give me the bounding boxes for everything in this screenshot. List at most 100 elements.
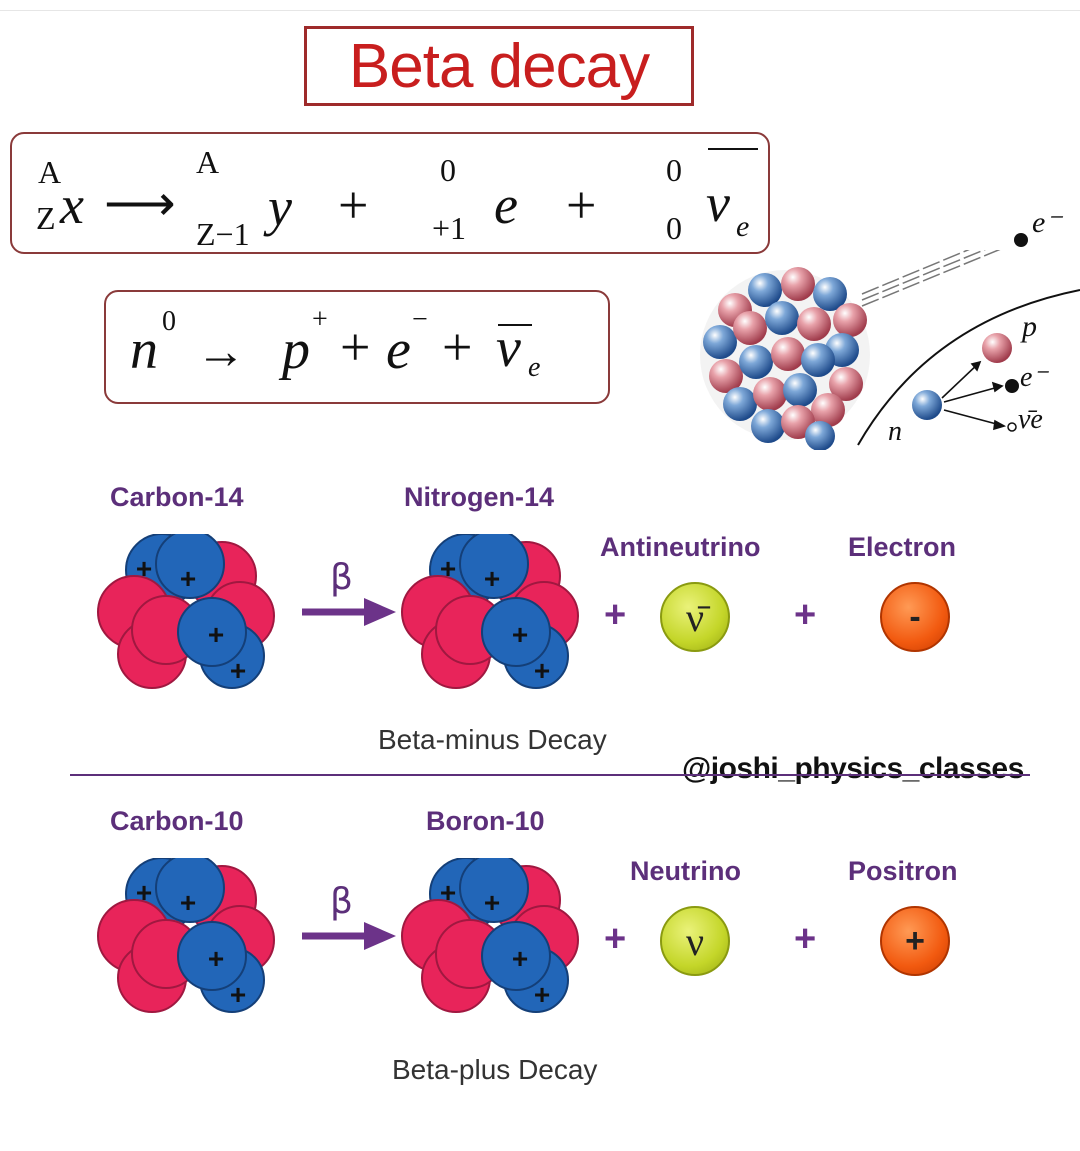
parent-label-beta-plus: Carbon-10 [110,806,244,836]
emission-trail [861,229,1019,307]
antineutrino-symbol: v [496,317,521,379]
neutron-label: n [888,416,902,447]
e-mass-number: 0 [440,152,456,188]
x-mass-number: A [38,154,62,190]
title-box: Beta decay [304,26,694,106]
svg-text:+: + [484,887,500,918]
parent-label-beta-minus: Carbon-14 [110,482,244,512]
svg-text:+: + [180,887,196,918]
emitted-electron [1014,233,1028,247]
svg-text:+: + [484,563,500,594]
daughter-label-beta-plus: Boron-10 [426,806,545,836]
plus-sign: + [794,594,817,636]
antineutrino-dot [1007,422,1017,432]
beta-symbol: β [330,881,353,922]
proton-symbol: p [282,319,310,381]
nucleus-diagram-svg [700,229,1080,451]
emitted-electron-label: e⁻ [1032,206,1062,239]
decay-arc [857,289,1080,446]
beta-plus-caption: Beta-plus Decay [392,1054,598,1085]
neutrino-glyph: ν [685,918,705,964]
neutrino-particle: ν [660,906,730,976]
electron-dot [1005,379,1019,393]
x-atomic-number: Z [36,200,56,236]
positron-glyph: + [905,921,925,960]
nitrogen-14-nucleus: ++++ [401,534,579,689]
nucleus-spheres [97,534,275,689]
nucleus-spheres [97,858,275,1013]
electron-particle: - [880,582,950,652]
nu-mass-number: 0 [666,152,682,188]
electron-charge: − [412,304,428,335]
electron-glyph: - [909,597,921,636]
proton-marks: ++++ [440,553,550,686]
particle1-label-beta-plus: Neutrino [630,856,741,886]
decay-arrow [302,922,396,950]
nu-subscript: e [736,210,750,243]
arrow: → [196,323,246,379]
x-symbol: x [60,175,84,235]
antineutrino-glyph: ν̄ [685,594,705,640]
nucleus-spheres [401,858,579,1013]
proton-marks: ++++ [440,877,550,1010]
section-divider [70,774,1030,776]
arrow: ⟶ [104,175,176,231]
neutron-ball [912,390,942,420]
neutron-charge: 0 [162,306,176,337]
antineutrino-subscript: e [528,352,541,383]
particle1-label-beta-minus: Antineutrino [600,532,761,562]
overbar [708,148,758,150]
electron-label: e⁻ [1020,362,1048,393]
svg-text:+: + [136,877,152,908]
antineutrino-particle: ν̄ [660,582,730,652]
electron-symbol: e [386,319,411,381]
proton-marks: ++++ [136,877,246,1010]
beta-symbol: β [330,557,353,598]
svg-text:+: + [230,979,246,1010]
proton-charge: + [312,304,328,335]
particle2-label-beta-plus: Positron [848,856,958,886]
particle2-label-beta-minus: Electron [848,532,957,562]
carbon-10-nucleus: ++++ [97,858,275,1013]
proton-ball [982,333,1012,363]
top-divider [0,10,1080,11]
svg-text:+: + [208,943,224,974]
proton-marks: ++++ [136,553,246,686]
carbon-14-nucleus: ++++ [97,534,275,689]
general-equation-box: A Z x ⟶ A Z−1 y + 0 +1 e + 0 0 v e [10,132,770,254]
plus-sign: + [442,317,473,377]
page-title: Beta decay [348,31,650,101]
watermark: @joshi_physics_classes [682,752,1024,785]
boron-10-nucleus: ++++ [401,858,579,1013]
svg-text:+: + [440,877,456,908]
svg-text:+: + [230,655,246,686]
antineutrino-label: ν̄e [1018,404,1043,435]
nu-atomic-number: 0 [666,210,682,246]
y-symbol: y [268,177,292,237]
e-symbol: e [494,175,518,235]
decay-arrows [941,360,1007,431]
svg-text:+: + [512,619,528,650]
svg-text:+: + [512,943,528,974]
neutron-equation-box: n 0 → p + + e − + v e [104,290,610,404]
nucleus-cluster [700,267,870,451]
svg-text:+: + [180,563,196,594]
svg-text:+: + [440,553,456,584]
e-atomic-number: +1 [432,210,467,246]
daughter-label-beta-minus: Nitrogen-14 [404,482,555,512]
plus-sign: + [338,175,369,235]
plus-sign: + [794,918,817,960]
beta-minus-caption: Beta-minus Decay [378,724,607,755]
svg-text:+: + [136,553,152,584]
nucleus-spheres [401,534,579,689]
nu-symbol: v [706,173,730,233]
overbar [498,324,532,326]
proton-label: p [1022,310,1037,343]
svg-text:+: + [534,979,550,1010]
plus-sign: + [604,594,627,636]
neutron-symbol: n [130,319,158,381]
plus-sign: + [340,317,371,377]
nucleus-emission-diagram: e⁻ p e⁻ ν̄e n [690,208,1080,451]
plus-sign: + [604,918,627,960]
positron-particle: + [880,906,950,976]
